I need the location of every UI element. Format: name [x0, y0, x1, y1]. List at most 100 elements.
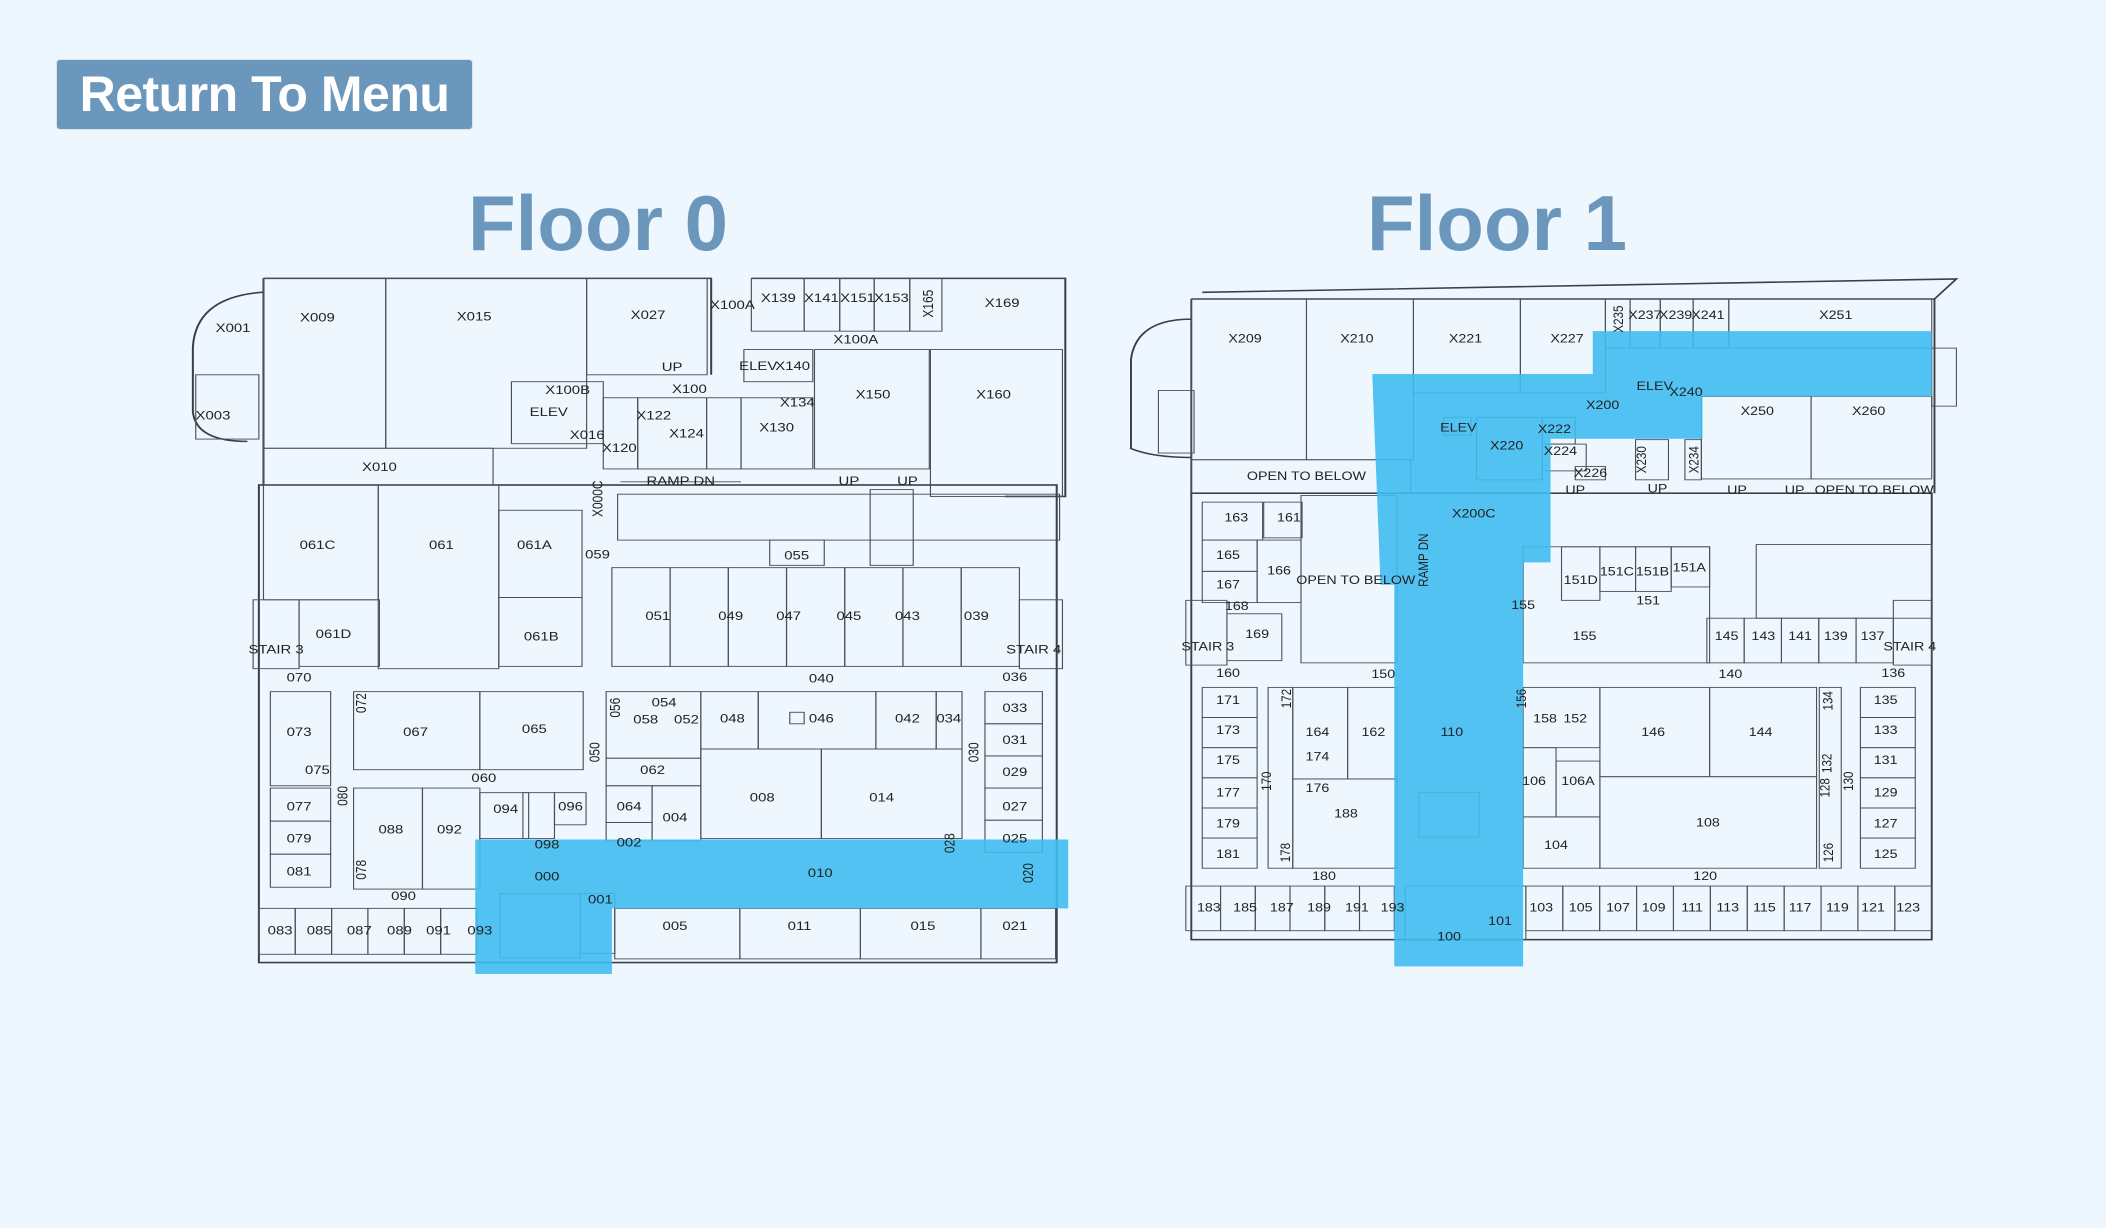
floor-1-room-label: 104: [1544, 838, 1568, 851]
floor-1-room-label: STAIR 4: [1883, 640, 1936, 653]
floor-0-room-label: X141: [804, 292, 839, 305]
floor-1-room-label: 164: [1306, 725, 1330, 738]
floor-1-room-label: 172: [1278, 689, 1294, 708]
wall-outline: [929, 349, 1064, 497]
floor-0-room-label: 039: [964, 609, 989, 622]
floor-1-room-label: 176: [1306, 781, 1330, 794]
wall-outline: [1892, 599, 1933, 666]
floor-0-room-label: 061B: [524, 630, 559, 643]
floor-1-room-label: UP: [1785, 483, 1805, 496]
wall-outline: [252, 599, 300, 670]
floor-1-room-label: 141: [1788, 629, 1812, 642]
floor-1-room-label: 189: [1307, 901, 1331, 914]
floor-0-room-label: X027: [631, 309, 666, 322]
floor-1-room-label: 111: [1681, 901, 1703, 914]
wall-outline: [586, 277, 708, 376]
floor-0-room-label: 091: [426, 924, 451, 937]
floor-0-room-label: ELEV: [530, 405, 568, 418]
wall-outline: [859, 907, 982, 960]
floor-1-room-label: 151C: [1600, 565, 1634, 578]
floor-0-room-label: 061C: [300, 538, 336, 551]
floor-1-room-label: 109: [1642, 901, 1666, 914]
floor-0-room-label: 064: [617, 800, 642, 813]
floor-1-room-label: X237: [1628, 308, 1661, 321]
floor-0-room-label: 067: [403, 726, 428, 739]
floor-1-room-label: 133: [1874, 724, 1898, 737]
floor-1-room-label: 165: [1216, 548, 1240, 561]
floor-1-room-label: STAIR 3: [1181, 640, 1234, 653]
floor-1-room-label: X250: [1741, 404, 1774, 417]
floor-1-room-label: X226: [1574, 466, 1607, 479]
floor-1-room-label: 160: [1216, 666, 1240, 679]
floor-1-room-label: X200C: [1452, 507, 1496, 520]
floor-0-room-label: 025: [1002, 832, 1027, 845]
floor-0-room-label: 004: [663, 811, 688, 824]
floor-0-room-label: 061D: [316, 627, 352, 640]
floor-0-room-label: 029: [1002, 765, 1027, 778]
floor-1-room-label: 155: [1511, 598, 1535, 611]
floor-1-room-label: 193: [1381, 901, 1405, 914]
floor-1-room-label: 117: [1789, 901, 1812, 914]
floor-1-room-label: 103: [1529, 901, 1553, 914]
wall-outline: [1555, 760, 1601, 818]
return-to-menu-button[interactable]: Return To Menu: [56, 59, 473, 130]
floor-1-room-label: 168: [1225, 599, 1249, 612]
floor-0-room-label: 049: [718, 609, 743, 622]
floor-0-room-label: 072: [353, 693, 370, 713]
wall-outline: [602, 397, 639, 470]
floor-0-room-label: X100B: [545, 383, 590, 396]
floor-0-room-label: X140: [775, 360, 810, 373]
wall-outline: [739, 907, 861, 960]
floor-1-room-label: 162: [1361, 725, 1385, 738]
floor-0-room-label: 075: [305, 763, 330, 776]
floor-1-room-label: 191: [1345, 901, 1369, 914]
floor-1-room-label: 115: [1753, 901, 1776, 914]
floor-0-room-label: X100A: [833, 333, 878, 346]
floor-0-room-label: X130: [759, 421, 794, 434]
floor-1-room-label: 125: [1874, 847, 1898, 860]
floor-1-room-label: 171: [1216, 693, 1240, 706]
floor-1-room-label: X224: [1544, 444, 1577, 457]
floor-1-room-label: X260: [1852, 404, 1885, 417]
floor-1-room-label: 187: [1270, 901, 1294, 914]
floor-0-room-label: 080: [335, 786, 352, 806]
floor-0-room-label: X016: [570, 428, 605, 441]
floor-1-room-label: 170: [1258, 771, 1274, 790]
floor-0-room-label: 098: [535, 838, 560, 851]
floor-1-room-label: OPEN TO BELOW: [1247, 469, 1367, 482]
floor-1-room-label: ELEV: [1440, 421, 1477, 434]
floor-0-room-label: 048: [720, 712, 745, 725]
outer-wall: [1190, 492, 1933, 941]
floor-1-room-label: 137: [1861, 629, 1885, 642]
floor-0-room-label: X122: [636, 409, 671, 422]
floor-0-room-label: X150: [856, 388, 891, 401]
wall-outline: [522, 792, 556, 840]
floor-0-room-label: 055: [784, 549, 809, 562]
floor-0-room-label: 047: [776, 609, 801, 622]
floor-0-room-label: 096: [558, 800, 583, 813]
wall-outline: [498, 509, 583, 598]
floor-1-room-label: 146: [1641, 725, 1665, 738]
wall-outline: [743, 349, 814, 383]
floor-1-room-label: 131: [1874, 753, 1898, 766]
route-highlight: [1372, 331, 1932, 967]
floor-0-room-label: 030: [965, 742, 982, 762]
floor-0-room-label: 090: [391, 889, 416, 902]
floor-0-room-label: 046: [809, 712, 834, 725]
wall-outline: [385, 277, 588, 449]
wall-outline: [1263, 501, 1303, 539]
floor-0-room-label: X153: [874, 292, 909, 305]
floor-0-room-label: X100: [672, 382, 707, 395]
room-outline: [1201, 837, 1258, 869]
wall-outline: [789, 711, 805, 725]
floor-0-room-label: 015: [911, 919, 936, 932]
floor-0-room-label: 088: [378, 823, 403, 836]
wall-outline: [980, 907, 1057, 960]
route-highlight: [475, 839, 1069, 975]
floor-1-room-label: X209: [1228, 332, 1261, 345]
wall-outline: [813, 349, 930, 470]
floor-1-room-label: X235: [1610, 306, 1626, 333]
floor-1-room-label: 175: [1216, 753, 1240, 766]
floor-1-room-label: 136: [1881, 666, 1905, 679]
floor-1-room-label: 120: [1693, 869, 1717, 882]
